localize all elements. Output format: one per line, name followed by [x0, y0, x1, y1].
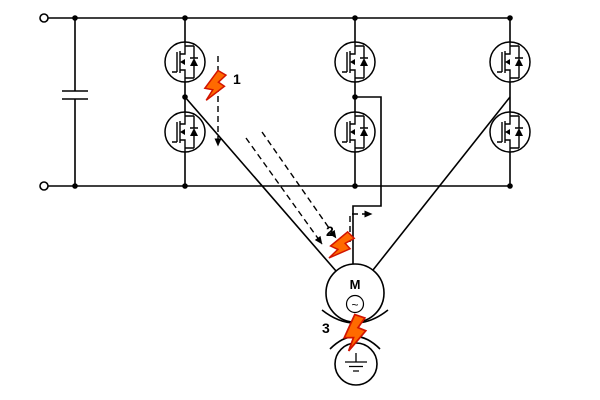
ground-symbol	[345, 353, 367, 372]
motor-label: M	[350, 277, 361, 292]
fault-label-1: 1	[233, 71, 241, 87]
fault-label-3: 3	[322, 320, 330, 336]
ac-symbol-circle	[345, 294, 365, 314]
capacitor-plates	[62, 90, 88, 100]
inverter-leg-3	[489, 18, 531, 186]
mosfet-leg3-low	[489, 111, 531, 153]
mosfet-leg1-high	[164, 41, 206, 83]
ground-circle	[334, 342, 378, 386]
ac-symbol: ~	[351, 298, 358, 312]
mosfet-leg2-low	[334, 111, 376, 153]
fault2-step-arrow	[349, 210, 373, 242]
junction-dots	[72, 15, 513, 189]
mosfet-leg1-low	[164, 111, 206, 153]
fault-diagonal-arrow-1	[245, 137, 323, 245]
fault-labels: 1 2 3	[233, 71, 334, 336]
fault-bolt-1	[200, 67, 230, 106]
inverter-leg-2	[334, 18, 376, 186]
phase-wires	[184, 96, 511, 272]
mosfet-leg3-high	[489, 41, 531, 83]
phase-b-wire	[352, 96, 382, 264]
inverter-leg-1	[164, 18, 206, 186]
mosfet-leg2-high	[334, 41, 376, 83]
fault-label-2: 2	[326, 223, 334, 239]
dc-terminal-positive	[39, 13, 49, 23]
fault-diagonal-arrow-2	[261, 131, 337, 239]
dc-link-capacitor	[62, 18, 88, 186]
dc-terminal-negative	[39, 181, 49, 191]
earth-ground	[334, 342, 378, 386]
phase-a-wire	[184, 96, 337, 272]
dc-bus	[39, 13, 510, 191]
motor: M ~	[325, 263, 385, 323]
motor-body	[325, 263, 385, 323]
phase-c-wire	[372, 96, 511, 271]
